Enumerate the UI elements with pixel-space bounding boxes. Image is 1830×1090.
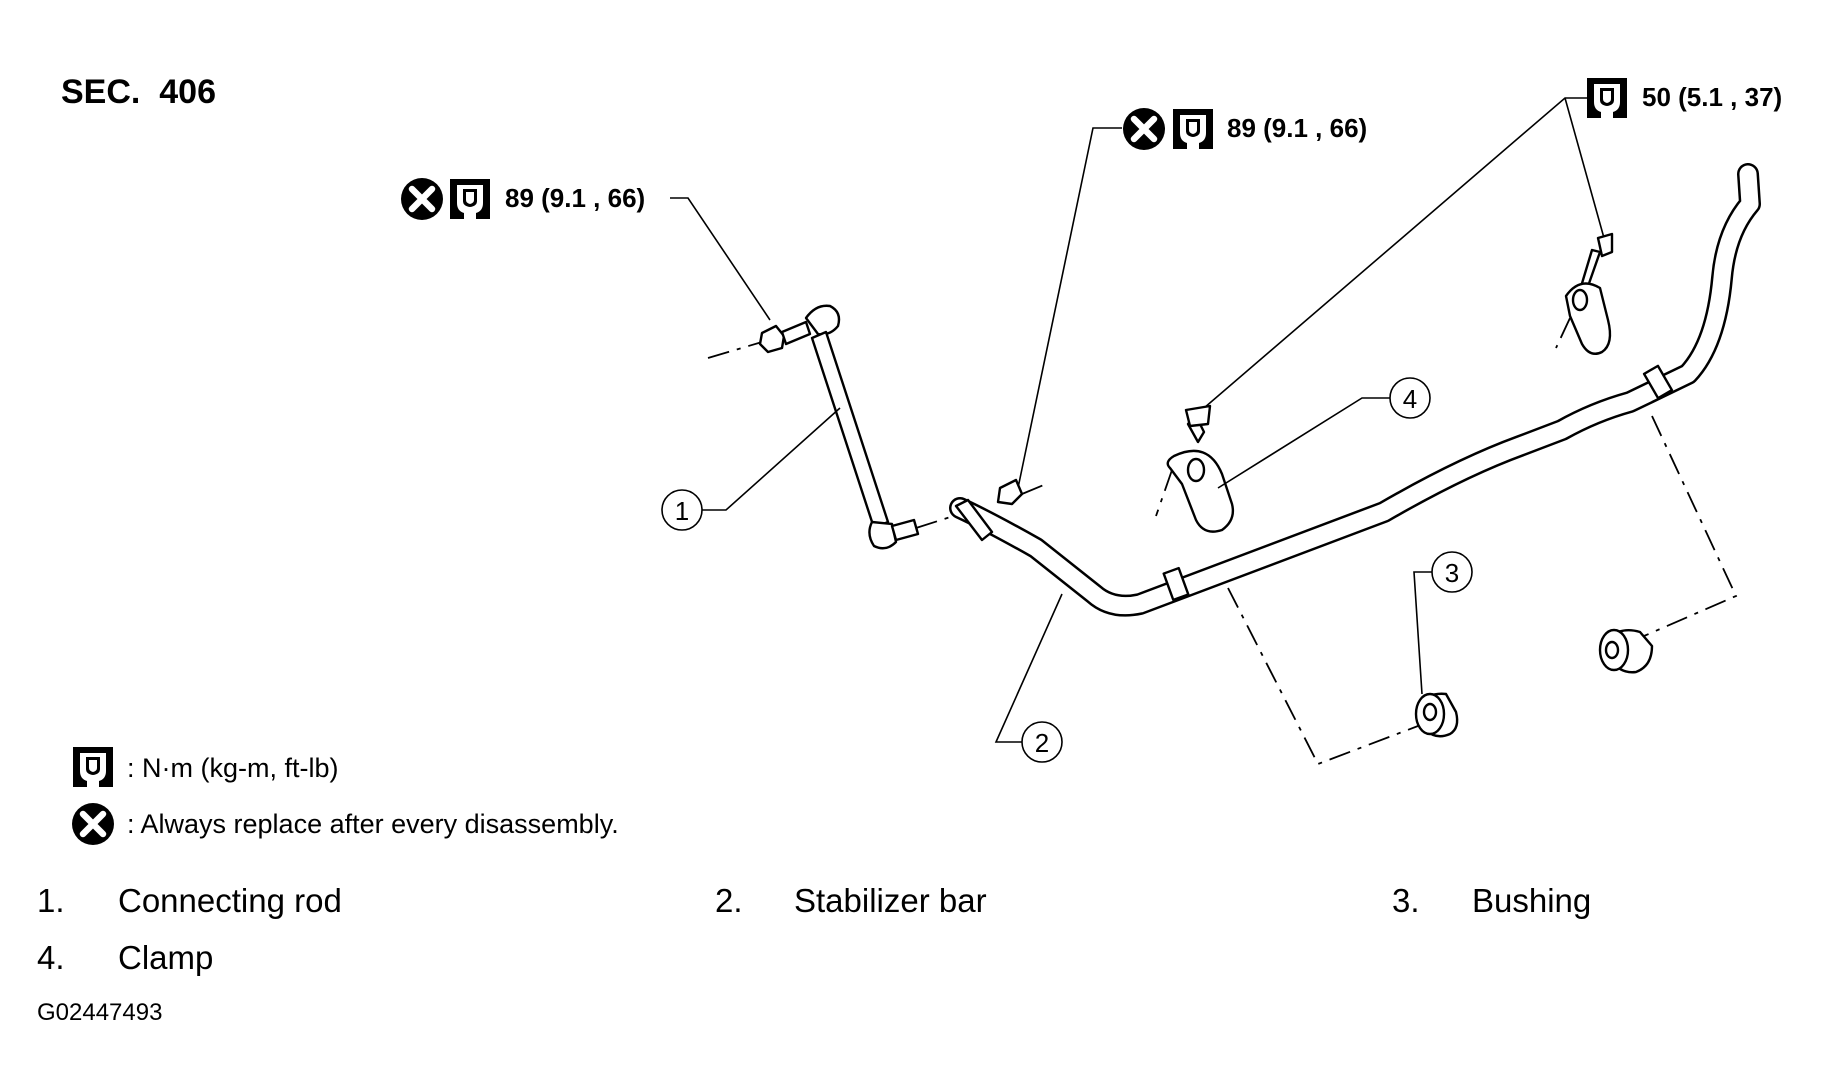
svg-text:1: 1 bbox=[675, 496, 689, 526]
bushing-left bbox=[1414, 692, 1459, 738]
svg-text:3: 3 bbox=[1445, 558, 1459, 588]
section-number: SEC. 406 bbox=[61, 73, 216, 111]
part-name: Bushing bbox=[1472, 882, 1591, 919]
figure-id: G02447493 bbox=[37, 999, 162, 1026]
torque-value: 89 (9.1 , 66) bbox=[505, 183, 645, 213]
legend-always-replace: : Always replace after every disassembly… bbox=[127, 809, 619, 839]
alignment-line bbox=[1227, 587, 1419, 766]
torque-value: 50 (5.1 , 37) bbox=[1642, 82, 1782, 112]
leader-line bbox=[1017, 127, 1122, 489]
bushing-right bbox=[1598, 628, 1654, 674]
always-replace-icon bbox=[1123, 108, 1165, 150]
part-number: 2. bbox=[715, 882, 743, 919]
torque-wrench-icon bbox=[450, 179, 490, 219]
leader-line bbox=[1203, 97, 1605, 409]
part-number: 1. bbox=[37, 882, 65, 919]
connecting-rod bbox=[707, 304, 967, 550]
part-number: 3. bbox=[1392, 882, 1420, 919]
legend-torque-unit: : N·m (kg-m, ft-lb) bbox=[127, 753, 338, 783]
svg-text:2: 2 bbox=[1035, 728, 1049, 758]
torque-wrench-icon bbox=[1587, 78, 1627, 118]
part-name: Stabilizer bar bbox=[794, 882, 987, 919]
torque-value: 89 (9.1 , 66) bbox=[1227, 113, 1367, 143]
callout-1: 1 bbox=[661, 407, 841, 531]
legend: : N·m (kg-m, ft-lb) : Always replace aft… bbox=[72, 747, 619, 845]
torque-wrench-icon bbox=[73, 747, 113, 787]
part-name: Connecting rod bbox=[118, 882, 342, 919]
alignment-line bbox=[1643, 415, 1738, 637]
svg-text:4: 4 bbox=[1403, 384, 1417, 414]
part-name: Clamp bbox=[118, 939, 213, 976]
parts-list: 1. Connecting rod 2. Stabilizer bar 3. B… bbox=[37, 882, 1591, 976]
leader-line bbox=[670, 197, 771, 321]
clamp-right bbox=[1555, 232, 1614, 355]
torque-wrench-icon bbox=[1173, 109, 1213, 149]
stabilizer-bar bbox=[949, 163, 1761, 617]
torque-callout-bar-nut: 89 (9.1 , 66) bbox=[1123, 108, 1367, 150]
callout-2: 2 bbox=[994, 593, 1063, 763]
torque-callout-clamp-bolt: 50 (5.1 , 37) bbox=[1587, 78, 1782, 118]
callout-3: 3 bbox=[1413, 551, 1473, 695]
stabilizer-nut bbox=[996, 478, 1047, 506]
callout-4: 4 bbox=[1217, 377, 1431, 489]
clamp-left bbox=[1155, 404, 1235, 533]
always-replace-icon bbox=[72, 803, 114, 845]
always-replace-icon bbox=[401, 178, 443, 220]
torque-callout-rod-nut: 89 (9.1 , 66) bbox=[401, 178, 645, 220]
part-number: 4. bbox=[37, 939, 65, 976]
